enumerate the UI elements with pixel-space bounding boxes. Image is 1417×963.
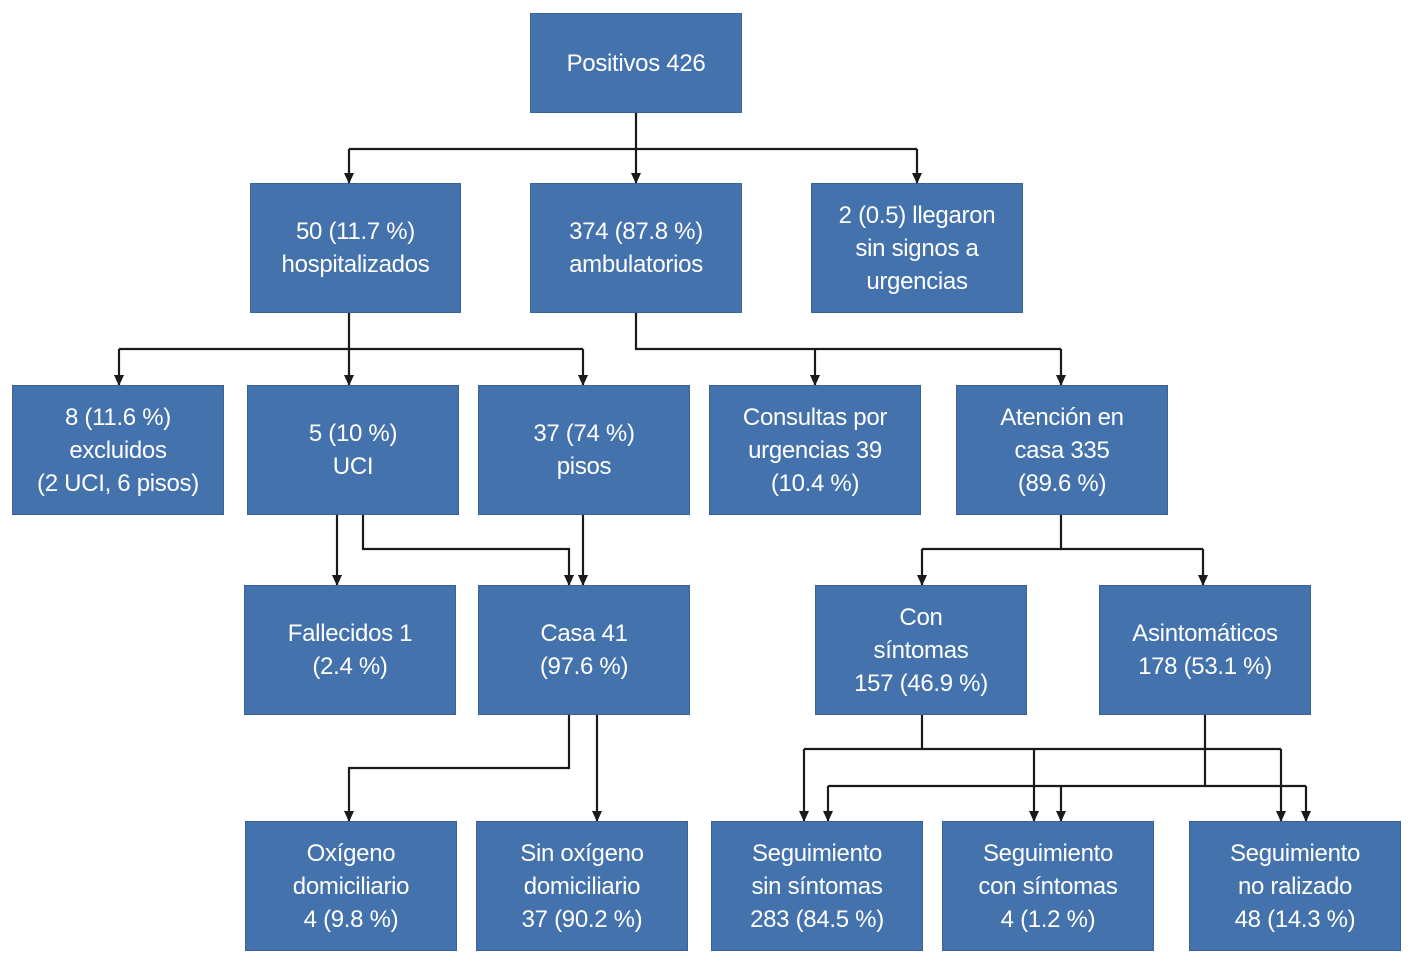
node-text-line: no ralizado [1237,872,1353,900]
node-text-line: Sin oxígeno [520,839,644,867]
node-text-line: 4 (9.8 %) [303,905,399,933]
node-positivos: Positivos 426 [530,13,742,113]
node-oxigeno: Oxígeno domiciliario 4 (9.8 %) [245,821,457,951]
node-text-line: casa 335 [1014,436,1110,464]
node-sin-oxigeno: Sin oxígeno domiciliario 37 (90.2 %) [476,821,688,951]
node-fallecidos: Fallecidos 1 (2.4 %) [244,585,456,715]
node-text-line: Positivos 426 [566,49,706,77]
node-text-line: (10.4 %) [770,469,860,497]
node-consultas: Consultas por urgencias 39 (10.4 %) [709,385,921,515]
node-text-line: Con [899,603,943,631]
node-text-line: Seguimiento [982,839,1114,867]
node-casa: Casa 41 (97.6 %) [478,585,690,715]
node-text-line: síntomas [873,636,969,664]
node-text-line: Oxígeno [306,839,396,867]
node-uci: 5 (10 %) UCI [247,385,459,515]
node-text-line: pisos [556,453,612,480]
node-text-line: Fallecidos 1 [287,620,413,647]
connector-ambulatorios-bus [634,313,1061,351]
node-text-line: 374 (87.8 %) [569,218,703,245]
node-pisos: 37 (74 %) pisos [478,385,690,515]
node-text-line: 2 (0.5) llegaron [838,201,996,229]
node-text-line: (89.6 %) [1017,469,1107,497]
node-text-line: Atención en [1000,403,1124,431]
node-text-line: domiciliario [292,872,410,900]
node-text-line: UCI [332,453,374,480]
node-text-line: urgencias [866,267,968,295]
node-text-line: (2.4 %) [312,653,388,680]
node-text-line: Casa 41 [540,620,628,647]
arrow-casa-to-oxigeno [344,715,571,822]
arrow-uci-to-casa [361,515,574,586]
node-asintomaticos: Asintomáticos 178 (53.1 %) [1099,585,1311,715]
node-text-line: 157 (46.9 %) [854,669,988,697]
node-seguimiento-sin-sintomas: Seguimiento sin síntomas 283 (84.5 %) [711,821,923,951]
node-atencion: Atención en casa 335 (89.6 %) [956,385,1168,515]
node-text-line: ambulatorios [569,251,703,278]
node-text-line: 283 (84.5 %) [750,905,884,933]
node-text-line: Consultas por [742,403,888,431]
node-text-line: domiciliario [523,872,641,900]
node-text-line: 50 (11.7 %) [296,218,415,245]
node-text-line: sin signos a [855,234,979,262]
node-text-line: Seguimiento [1229,839,1361,867]
node-text-line: 8 (11.6 %) [65,403,171,431]
node-text-line: sin síntomas [751,872,883,900]
node-text-line: (97.6 %) [539,653,629,680]
node-text-line: 48 (14.3 %) [1234,905,1356,933]
node-text-line: con síntomas [978,872,1118,900]
node-text-line: urgencias 39 [748,436,882,464]
node-hospitalizados: 50 (11.7 %) hospitalizados [250,183,461,313]
node-seguimiento-con-sintomas: Seguimiento con síntomas 4 (1.2 %) [942,821,1154,951]
node-sin-signos: 2 (0.5) llegaron sin signos a urgencias [811,183,1023,313]
node-text-line: 4 (1.2 %) [1000,905,1096,933]
node-text-line: Seguimiento [751,839,883,867]
node-text-line: hospitalizados [281,251,430,278]
node-text-line: 37 (90.2 %) [521,905,643,933]
node-text-line: Asintomáticos [1132,620,1278,647]
connector-atencion-bus [1059,515,1203,551]
node-text-line: 178 (53.1 %) [1138,653,1272,680]
node-text-line: 37 (74 %) [533,420,635,447]
node-text-line: 5 (10 %) [308,420,398,447]
node-text-line: excluidos [69,436,167,464]
node-seguimiento-no-realizado: Seguimiento no ralizado 48 (14.3 %) [1189,821,1401,951]
node-text-line: (2 UCI, 6 pisos) [37,469,199,497]
node-con-sintomas: Con síntomas 157 (46.9 %) [815,585,1027,715]
node-excluidos: 8 (11.6 %) excluidos (2 UCI, 6 pisos) [12,385,224,515]
node-ambulatorios: 374 (87.8 %) ambulatorios [530,183,742,313]
